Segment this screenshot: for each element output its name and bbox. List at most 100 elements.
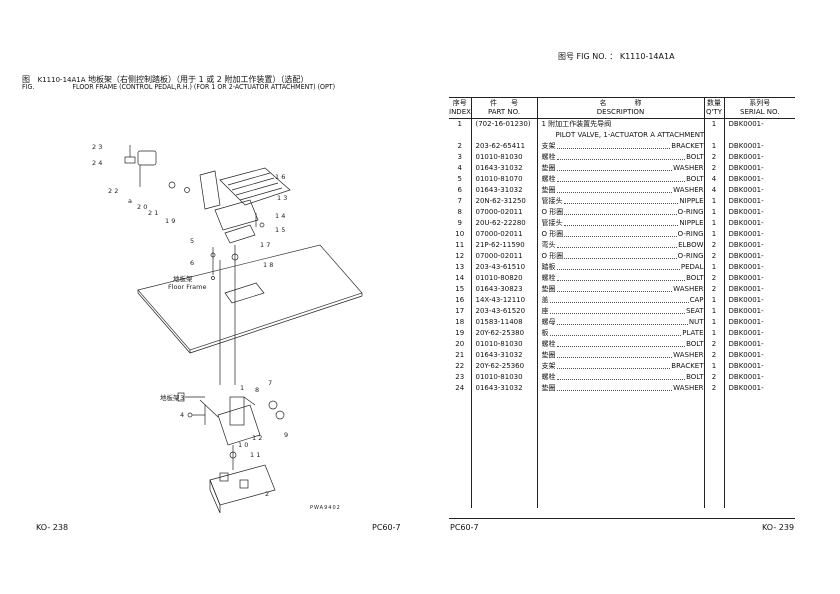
callout-24: 2 4 (92, 159, 102, 167)
desc-cn: 踏板 (541, 263, 556, 271)
cell-index: 7 (457, 197, 462, 205)
callout-9: 9 (284, 431, 288, 439)
cell-qty: 1 (703, 361, 724, 372)
desc-cn: 座 (541, 307, 549, 315)
cell-serial: DBK0001- (723, 207, 795, 218)
cell-index: 24 (455, 384, 465, 392)
desc-cn: 盖 (541, 296, 549, 304)
desc-en: PLATE (682, 329, 704, 337)
cell-serial: DBK0001- (723, 240, 795, 251)
fig-code: K1110-14A1A (37, 76, 86, 84)
cell-index: 10 (455, 230, 465, 238)
cell-index: 2 (457, 142, 462, 150)
desc-en: CAP (689, 296, 704, 304)
callout-2: 2 (265, 490, 269, 498)
callout-10: 1 0 (238, 441, 248, 449)
cell-index: 14 (455, 274, 465, 282)
cell-index: 11 (455, 241, 465, 249)
cell-qty: 1 (703, 196, 724, 207)
table-bottom-border (449, 518, 795, 519)
desc-en: NUT (688, 318, 704, 326)
cell-serial: DBK0001- (723, 118, 795, 141)
dot-leader (556, 152, 686, 160)
cell-part-no: 07000-02011 (470, 251, 537, 262)
dot-leader (563, 196, 679, 204)
footer-page-right: KO- 239 (762, 523, 795, 532)
cell-serial: DBK0001- (723, 328, 795, 339)
cell-qty: 2 (703, 240, 724, 251)
cell-serial: DBK0001- (723, 306, 795, 317)
cell-qty: 1 (703, 317, 724, 328)
cell-serial: DBK0001- (723, 350, 795, 361)
pilot-valve (199, 396, 285, 446)
filler-cell (470, 394, 537, 508)
cell-part-no: 20U-62-22280 (470, 218, 537, 229)
footer-page-left: KO- 238 (36, 523, 69, 532)
dot-leader (556, 361, 671, 369)
callout-17: 1 7 (260, 241, 270, 249)
floor-label-en: Floor Frame (168, 283, 207, 291)
cell-part-no: 07000-02011 (470, 229, 537, 240)
parts-table-body: 1 (702-16-01230) 1 附加工作装置先导阀 PILOT VALVE… (449, 118, 795, 508)
desc-en: BOLT (686, 153, 704, 161)
cell-index: 9 (457, 219, 462, 227)
pedal (219, 167, 291, 206)
desc-en: WASHER (673, 384, 704, 392)
cell-qty: 2 (703, 350, 724, 361)
desc-en: BRACKET (671, 142, 704, 150)
desc-en: WASHER (673, 186, 704, 194)
desc-cn: 支架 (541, 142, 556, 150)
cell-serial: DBK0001- (723, 163, 795, 174)
cell-index: 16 (455, 296, 465, 304)
cell-part-no: 20Y-62-25380 (470, 328, 537, 339)
cell-qty: 2 (703, 339, 724, 350)
cell-qty: 2 (703, 251, 724, 262)
cell-serial: DBK0001- (723, 372, 795, 383)
desc-en: BOLT (686, 373, 704, 381)
cell-index: 23 (455, 373, 465, 381)
desc-en: PILOT VALVE, 1-ACTUATOR A ATTACHMENT (555, 131, 705, 139)
cell-index: 8 (457, 208, 462, 216)
cell-index: 13 (455, 263, 465, 271)
cell-index: 6 (457, 186, 462, 194)
desc-en: SEAT (686, 307, 704, 315)
cell-index: 21 (455, 351, 465, 359)
floor-label-cn-2: 地板架 (160, 393, 180, 402)
cell-index: 15 (455, 285, 465, 293)
desc-en: WASHER (673, 164, 704, 172)
desc-cn: 支架 (541, 362, 556, 370)
cell-qty: 1 (703, 229, 724, 240)
cell-description: 座 SEAT (536, 306, 704, 317)
title-en: FLOOR FRAME (CONTROL PEDAL,R.H.) (FOR 1 … (72, 83, 336, 91)
cell-part-no: 203-43-61510 (470, 262, 537, 273)
cell-part-no: 01643-31032 (470, 185, 537, 196)
hinge-bracket (124, 145, 221, 210)
dot-leader (556, 284, 673, 292)
desc-cn: 螺栓 (541, 153, 556, 161)
cell-serial: DBK0001- (723, 317, 795, 328)
cell-part-no: 01010-81070 (470, 174, 537, 185)
title-cn: 地板架（右侧控制踏板）（用于 1 或 2 附加工作装置）（选配） (88, 75, 309, 84)
cell-description: 支架 BRACKET (536, 141, 704, 152)
cell-part-no: 20N-62-31250 (470, 196, 537, 207)
filler-cell (536, 394, 704, 508)
fig-label-cn: 图 (22, 75, 30, 84)
cell-qty: 2 (703, 273, 724, 284)
callout-12: 1 2 (252, 434, 262, 442)
desc-en: O-RING (677, 208, 704, 216)
desc-en: BOLT (686, 175, 704, 183)
